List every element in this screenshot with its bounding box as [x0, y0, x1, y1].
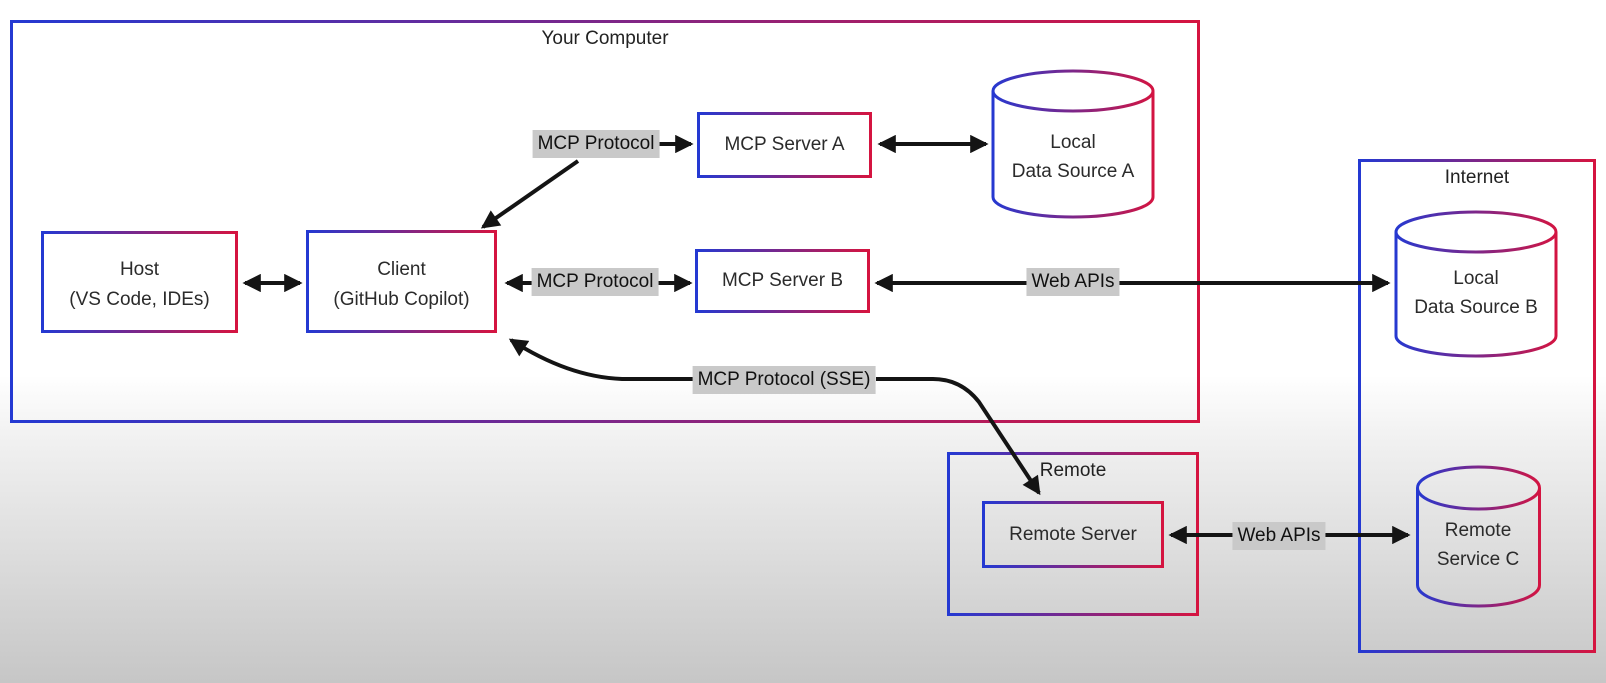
datastore-b-line1: Local: [1453, 268, 1499, 289]
edge-label-mcp-protocol-a: MCP Protocol: [532, 130, 660, 158]
edge-label-mcp-protocol-b: MCP Protocol: [531, 268, 659, 296]
node-mcp-server-a: MCP Server A: [697, 112, 872, 178]
group-remote-label: Remote: [1039, 460, 1107, 481]
node-mcp-server-b-label: MCP Server B: [721, 270, 844, 291]
node-mcp-server-a-label: MCP Server A: [724, 134, 845, 155]
database-cylinder-local-data-source-b: [1394, 210, 1558, 358]
node-host: Host (VS Code, IDEs): [41, 231, 238, 333]
node-remote-server: Remote Server: [982, 501, 1164, 568]
datastore-c-line1: Remote: [1444, 520, 1512, 541]
datastore-c-line2: Service C: [1436, 549, 1520, 570]
database-cylinder-remote-service-c: [1416, 465, 1541, 608]
database-cylinder-local-data-source-a: [991, 69, 1155, 219]
datastore-a-line2: Data Source A: [1011, 161, 1135, 182]
node-client: Client (GitHub Copilot): [306, 230, 497, 333]
arrow-mcp-protocol-a-to-client: [480, 159, 580, 229]
group-your-computer: Your Computer: [10, 20, 1200, 423]
datastore-remote-service-c-label: Remote Service C: [1413, 515, 1543, 575]
node-remote-server-label: Remote Server: [1009, 523, 1137, 545]
group-your-computer-label: Your Computer: [541, 28, 669, 49]
edge-label-mcp-protocol-sse: MCP Protocol (SSE): [692, 366, 876, 394]
datastore-local-data-source-b-label: Local Data Source B: [1396, 264, 1556, 322]
arrow-sse-to-client: [508, 338, 693, 381]
arrow-sse-to-remote-server: [876, 377, 1041, 496]
edge-label-web-apis-b: Web APIs: [1026, 268, 1120, 296]
node-host-line2: (VS Code, IDEs): [69, 289, 210, 310]
datastore-a-line1: Local: [1050, 132, 1096, 153]
group-internet-label: Internet: [1444, 167, 1510, 188]
node-host-line1: Host: [119, 259, 160, 280]
edge-label-web-apis-c: Web APIs: [1232, 522, 1326, 550]
node-client-line1: Client: [377, 258, 426, 280]
datastore-b-line2: Data Source B: [1414, 297, 1538, 318]
node-client-line2: (GitHub Copilot): [333, 288, 470, 310]
datastore-local-data-source-a-label: Local Data Source A: [993, 127, 1153, 187]
node-mcp-server-b: MCP Server B: [695, 249, 870, 313]
